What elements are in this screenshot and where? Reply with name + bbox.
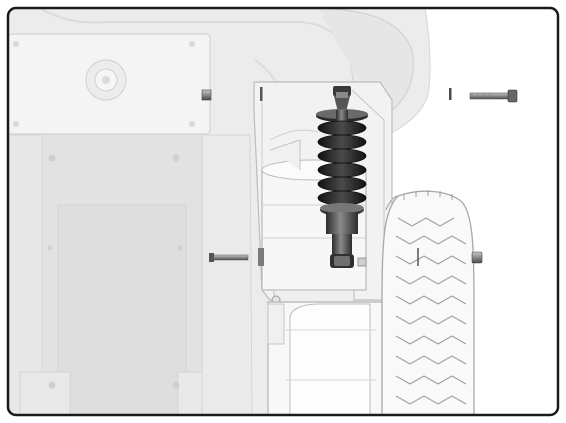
frame-pin xyxy=(260,87,263,101)
shock-absorber xyxy=(316,86,368,268)
axle-bolt xyxy=(209,253,249,262)
drive-wheel xyxy=(381,190,475,415)
hex-bolt-long xyxy=(469,89,518,103)
seat-mount-plate xyxy=(8,33,211,135)
small-pin xyxy=(449,88,452,100)
drive-motor xyxy=(267,301,389,415)
spacer-sleeve xyxy=(201,89,212,101)
lock-nut xyxy=(471,251,483,264)
panel-border xyxy=(6,6,560,417)
